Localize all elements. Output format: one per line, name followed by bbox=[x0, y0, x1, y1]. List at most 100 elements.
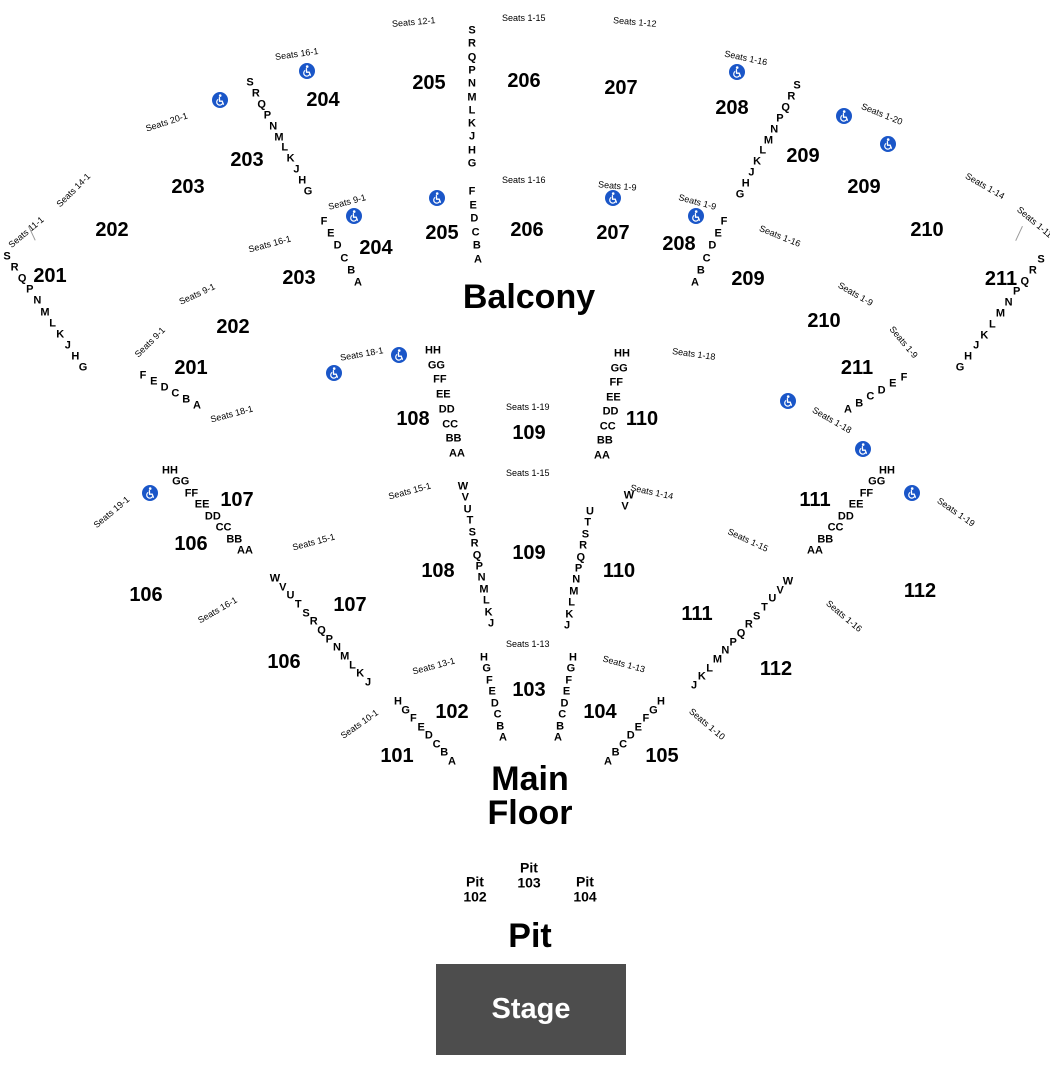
seat-range-label: Seats 1-16 bbox=[824, 598, 864, 634]
row-label: H bbox=[964, 350, 973, 363]
seat-range-label: Seats 10-1 bbox=[338, 707, 381, 741]
section-203[interactable]: 203 bbox=[171, 176, 205, 198]
pit-label[interactable]: Pit bbox=[508, 917, 552, 955]
row-label: W bbox=[623, 489, 635, 502]
section-207[interactable]: 207 bbox=[596, 222, 630, 244]
section-106[interactable]: 106 bbox=[129, 584, 163, 606]
row-label: B bbox=[556, 720, 565, 733]
pit-104[interactable]: Pit 104 bbox=[573, 874, 596, 903]
section-209[interactable]: 209 bbox=[731, 268, 765, 290]
row-label: S bbox=[752, 610, 761, 623]
section-205[interactable]: 205 bbox=[412, 72, 446, 94]
row-label: J bbox=[364, 676, 372, 689]
section-110[interactable]: 110 bbox=[602, 560, 636, 582]
section-112[interactable]: 112 bbox=[903, 580, 937, 602]
pit-103[interactable]: Pit 103 bbox=[517, 860, 540, 889]
row-label: V bbox=[776, 584, 784, 597]
row-label: M bbox=[340, 650, 350, 663]
row-label: G bbox=[955, 361, 965, 374]
pit-102[interactable]: Pit 102 bbox=[463, 874, 486, 903]
row-label: T bbox=[294, 598, 302, 611]
row-label: T bbox=[584, 516, 592, 529]
section-209[interactable]: 209 bbox=[847, 176, 881, 198]
wheelchair-icon bbox=[326, 365, 342, 381]
section-209[interactable]: 209 bbox=[786, 145, 820, 167]
seat-range-label: Seats 1-12 bbox=[612, 15, 657, 29]
section-102[interactable]: 102 bbox=[435, 701, 469, 723]
section-211[interactable]: 211 bbox=[840, 357, 874, 379]
section-208[interactable]: 208 bbox=[715, 97, 749, 119]
pit-104-num: 104 bbox=[573, 888, 597, 904]
section-108[interactable]: 108 bbox=[396, 408, 430, 430]
section-111[interactable]: 111 bbox=[681, 603, 713, 625]
row-label: H bbox=[480, 651, 488, 664]
row-label: EE bbox=[435, 388, 451, 401]
section-210[interactable]: 210 bbox=[910, 219, 944, 241]
row-label: R bbox=[470, 537, 479, 550]
row-label: V bbox=[461, 491, 469, 504]
row-label: G bbox=[482, 662, 491, 675]
section-202[interactable]: 202 bbox=[95, 219, 129, 241]
row-label: M bbox=[763, 134, 774, 146]
section-112[interactable]: 112 bbox=[759, 658, 793, 680]
row-label: FF bbox=[433, 373, 447, 386]
row-label: G bbox=[566, 662, 576, 675]
seat-range-label: Seats 12-1 bbox=[391, 15, 436, 29]
row-label: M bbox=[569, 585, 579, 598]
section-203[interactable]: 203 bbox=[230, 149, 264, 171]
section-206[interactable]: 206 bbox=[510, 219, 544, 241]
section-109[interactable]: 109 bbox=[512, 422, 546, 444]
wheelchair-icon bbox=[605, 190, 621, 206]
section-204[interactable]: 204 bbox=[359, 237, 393, 259]
section-204[interactable]: 204 bbox=[306, 89, 340, 111]
row-label: BB bbox=[596, 434, 613, 447]
section-106[interactable]: 106 bbox=[267, 651, 301, 673]
section-109[interactable]: 109 bbox=[512, 542, 546, 564]
section-211[interactable]: 211 bbox=[984, 268, 1018, 290]
section-104[interactable]: 104 bbox=[583, 701, 617, 723]
row-label: H bbox=[657, 695, 665, 708]
row-label: T bbox=[466, 514, 474, 527]
seat-range-label: Seats 14-1 bbox=[54, 171, 93, 210]
section-207[interactable]: 207 bbox=[604, 77, 638, 99]
section-107[interactable]: 107 bbox=[333, 594, 367, 616]
row-label: N bbox=[333, 641, 341, 654]
row-label: H bbox=[71, 350, 80, 363]
seat-range-label: Seats 1-16 bbox=[502, 175, 546, 185]
section-201[interactable]: 201 bbox=[33, 265, 67, 287]
section-103[interactable]: 103 bbox=[512, 679, 546, 701]
seat-range-label: Seats 1-16 bbox=[757, 223, 803, 249]
row-label: D bbox=[490, 697, 499, 710]
pit-103-num: 103 bbox=[517, 874, 541, 890]
section-210[interactable]: 210 bbox=[807, 310, 841, 332]
section-201[interactable]: 201 bbox=[174, 357, 208, 379]
seat-range-label: Seats 9-1 bbox=[132, 324, 168, 360]
section-208[interactable]: 208 bbox=[662, 233, 696, 255]
seat-range-label: Seats 1-9 bbox=[887, 324, 920, 361]
row-label: B bbox=[611, 746, 620, 759]
section-206[interactable]: 206 bbox=[507, 70, 541, 92]
section-205[interactable]: 205 bbox=[425, 222, 459, 244]
row-label: F bbox=[642, 712, 650, 725]
row-label: B bbox=[696, 264, 705, 277]
row-label: CC bbox=[215, 521, 232, 534]
section-107[interactable]: 107 bbox=[220, 489, 254, 511]
seat-range-label: Seats 18-1 bbox=[339, 345, 384, 363]
row-label: F bbox=[565, 674, 573, 687]
section-203[interactable]: 203 bbox=[282, 267, 316, 289]
section-110[interactable]: 110 bbox=[625, 408, 659, 430]
row-label: A bbox=[354, 276, 362, 289]
row-label: F bbox=[900, 371, 908, 384]
section-105[interactable]: 105 bbox=[645, 745, 679, 767]
row-label: L bbox=[49, 317, 56, 330]
section-111[interactable]: 111 bbox=[799, 489, 831, 511]
section-202[interactable]: 202 bbox=[216, 316, 250, 338]
section-101[interactable]: 101 bbox=[380, 745, 414, 767]
row-label: W bbox=[269, 572, 281, 585]
row-label: M bbox=[274, 131, 284, 143]
wheelchair-icon bbox=[346, 208, 362, 224]
row-label: S bbox=[468, 24, 476, 37]
section-108[interactable]: 108 bbox=[421, 560, 455, 582]
section-106[interactable]: 106 bbox=[174, 533, 208, 555]
row-label: P bbox=[468, 64, 476, 77]
